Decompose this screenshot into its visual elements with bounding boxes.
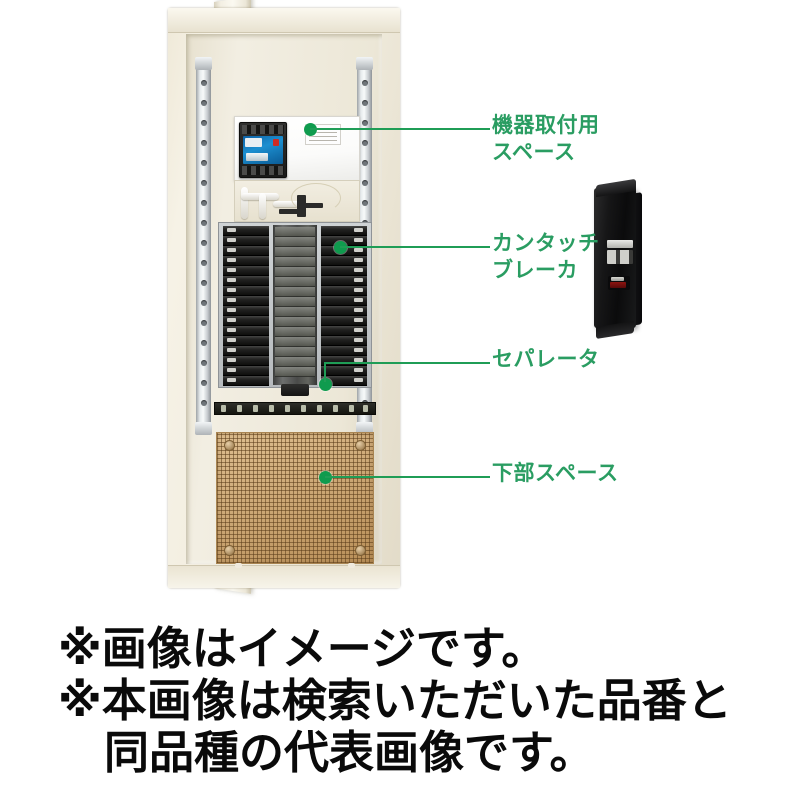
lower-space-board (216, 432, 374, 568)
main-breaker-face (243, 136, 283, 164)
product-photo: 機器取付用 スペース カンタッチ ブレーカ セパレータ 下部スペース (168, 0, 648, 594)
breaker-column-left (223, 226, 269, 386)
cabinet-body (168, 8, 400, 588)
cabinet-top-lip (168, 8, 400, 33)
main-circuit-breaker (239, 122, 287, 178)
callout-line-separator (324, 362, 490, 364)
breaker-toggle-slot (608, 276, 630, 290)
breaker-bank-clip (281, 384, 309, 396)
callout-label-separator: セパレータ (492, 347, 600, 371)
breaker-bank-center-bus (273, 225, 317, 385)
breaker-toggle-switch (610, 282, 626, 288)
callout-line-kantouch-breaker (340, 246, 490, 248)
kantouch-breaker-bank (218, 222, 372, 396)
breaker-terminal-keys (607, 250, 633, 264)
notice-line-1: ※画像はイメージです。 (58, 622, 547, 675)
callout-dot-separator (319, 378, 332, 391)
separator-strip (214, 402, 376, 415)
callout-line-equipment-mounting-space (310, 128, 490, 130)
kantouch-breaker-product (586, 178, 648, 340)
notice-line-2: ※本画像は検索いただいた品番と (58, 674, 732, 727)
equipment-mounting-space (234, 116, 360, 181)
mounting-rail-left (195, 57, 212, 435)
callout-line-lower-space (325, 476, 490, 478)
breaker-front-face (594, 188, 636, 328)
breaker-column-right (321, 226, 367, 386)
callout-label-equipment-mounting-space: 機器取付用 スペース (492, 113, 600, 164)
callout-vline-separator (324, 362, 326, 382)
wire-loop (291, 183, 341, 213)
notice-line-3: 同品種の代表画像です。 (104, 726, 595, 779)
callout-label-kantouch-breaker: カンタッチ ブレーカ (492, 231, 600, 282)
wiring-zone (234, 180, 360, 222)
breaker-rating-label (607, 240, 633, 248)
cabinet-bottom-lip (168, 565, 400, 588)
cabinet-interior (186, 34, 382, 568)
distribution-cabinet (168, 8, 418, 588)
callout-label-lower-space: 下部スペース (492, 461, 619, 485)
notice-block: ※画像はイメージです。 ※本画像は検索いただいた品番と 同品種の代表画像です。 (0, 600, 800, 800)
